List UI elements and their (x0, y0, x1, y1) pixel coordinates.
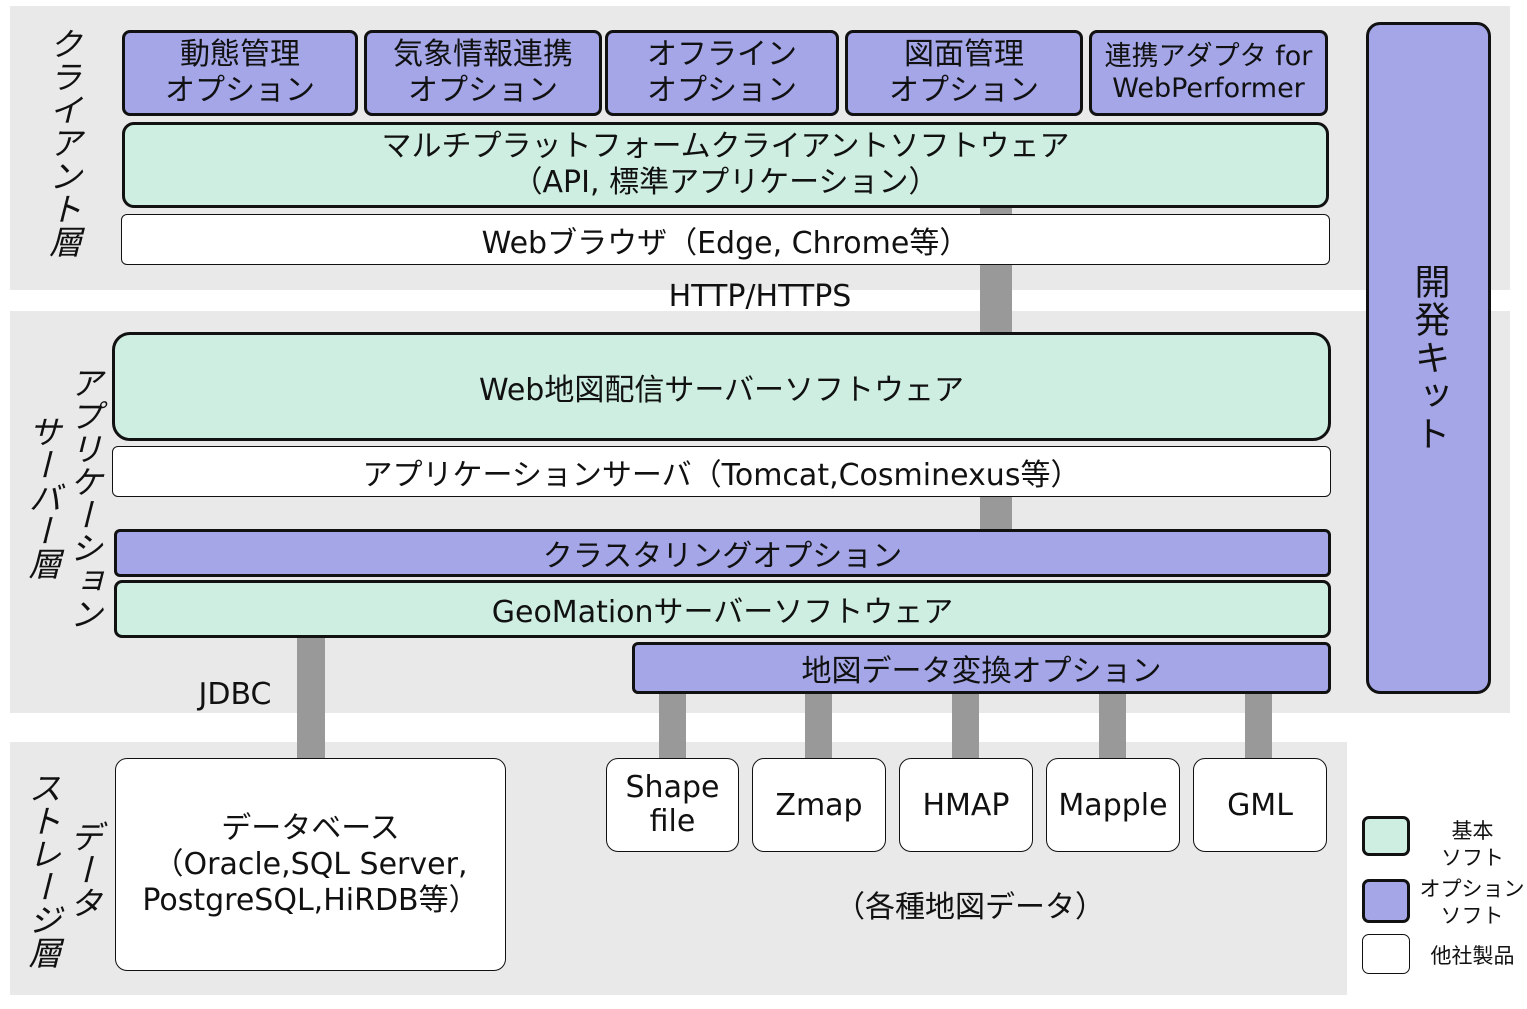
connector-shapefile (659, 692, 686, 760)
format-gml: GML (1193, 758, 1327, 852)
option-weather-integration: 気象情報連携 オプション (364, 30, 602, 116)
option-webperformer-adapter: 連携アダプタ for WebPerformer (1089, 30, 1328, 116)
legend-label-option: オプション ソフト (1419, 877, 1525, 929)
legend-label-basic: 基本 ソフト (1441, 819, 1504, 871)
option-drawing-management: 図面管理 オプション (845, 30, 1083, 116)
legend-label-other: 他社製品 (1430, 944, 1515, 968)
jdbc-label: JDBC (198, 677, 272, 712)
web-browser: Webブラウザ（Edge, Chrome等） (121, 214, 1330, 265)
database: データベース （Oracle,SQL Server, PostgreSQL,Hi… (115, 758, 506, 971)
connector-hmap (952, 692, 979, 760)
legend-swatch-option (1362, 879, 1410, 923)
format-hmap: HMAP (899, 758, 1033, 852)
layer-label-client: クライアント層 (43, 27, 83, 258)
web-map-server-software: Web地図配信サーバーソフトウェア (112, 332, 1331, 441)
map-data-caption: （各種地図データ） (835, 890, 1105, 925)
connector-mapple (1099, 692, 1126, 760)
option-offline: オフライン オプション (605, 30, 839, 116)
development-kit-label: 開発キット (1408, 263, 1450, 453)
legend-swatch-basic (1362, 816, 1410, 856)
legend-swatch-other (1362, 934, 1410, 974)
map-data-conversion-option: 地図データ変換オプション (632, 642, 1331, 694)
connector-gml (1245, 692, 1272, 760)
http-label: HTTP/HTTPS (668, 279, 852, 314)
connector-zmap (805, 692, 832, 760)
format-shapefile: Shape file (606, 758, 739, 852)
connector-jdbc (297, 636, 325, 760)
option-dynamic-management: 動態管理 オプション (122, 30, 358, 116)
development-kit: 開発キット (1366, 22, 1491, 694)
clustering-option: クラスタリングオプション (114, 529, 1331, 577)
geomation-server-software: GeoMationサーバーソフトウェア (114, 580, 1331, 638)
format-zmap: Zmap (752, 758, 886, 852)
layer-label-storage: データ ストレージ層 (23, 770, 104, 969)
layer-label-app: アプリケーション サーバー層 (23, 365, 104, 630)
multiplatform-client-software: マルチプラットフォームクライアントソフトウェア （API, 標準アプリケーション… (122, 122, 1329, 208)
connector-app-cluster (980, 494, 1012, 530)
format-mapple: Mapple (1046, 758, 1180, 852)
application-server: アプリケーションサーバ（Tomcat,Cosminexus等） (112, 446, 1331, 497)
